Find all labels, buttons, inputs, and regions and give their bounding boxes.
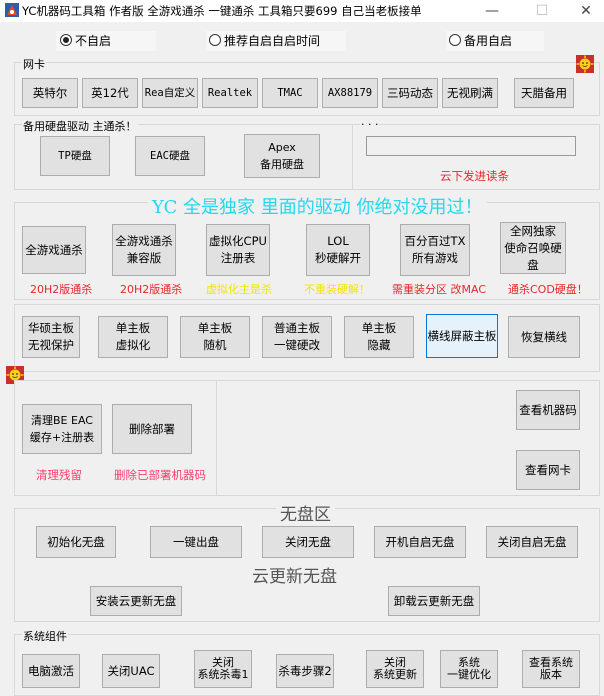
cloud-status-text: 云下发进读条 xyxy=(440,169,509,183)
nic-intel-button[interactable]: 英特尔 xyxy=(22,78,78,108)
nic-backup-button[interactable]: 天腊备用 xyxy=(514,78,574,108)
eac-disk-button[interactable]: EAC硬盘 xyxy=(135,136,205,176)
tx-bypass-button[interactable]: 百分百过TX 所有游戏 xyxy=(400,224,470,276)
cloud-group xyxy=(352,124,600,190)
system-optimize-button[interactable]: 系统 一键优化 xyxy=(440,650,498,688)
radio-empty-icon xyxy=(209,34,221,46)
cod-disk-button[interactable]: 全网独家 使命召唤硬盘 xyxy=(500,222,566,274)
init-diskless-button[interactable]: 初始化无盘 xyxy=(36,526,116,558)
clean-be-eac-button[interactable]: 清理BE EAC 缓存+注册表 xyxy=(22,404,102,454)
radio-empty-icon xyxy=(449,34,461,46)
disable-uac-button[interactable]: 关闭UAC xyxy=(102,654,160,688)
radio-label: 推荐自启自启时间 xyxy=(224,34,321,48)
diskless-title: 无盘区 xyxy=(276,500,335,525)
asus-board-button[interactable]: 华硕主板 无视保护 xyxy=(22,316,80,358)
title-bar: YC机器码工具箱 作者版 全游戏通杀 一键通杀 工具箱只要699 自己当老板接单… xyxy=(0,0,604,22)
cloud-group-dots: · · · xyxy=(360,118,380,131)
restore-line-button[interactable]: 恢复横线 xyxy=(508,316,580,358)
cloud-diskless-title: 云更新无盘 xyxy=(252,567,337,587)
radio-strip-3 xyxy=(446,31,544,51)
board-virtualize-button[interactable]: 单主板 虚拟化 xyxy=(98,316,168,358)
uninstall-cloud-diskless-button[interactable]: 卸载云更新无盘 xyxy=(388,586,480,616)
board-modify-button[interactable]: 普通主板 一键硬改 xyxy=(262,316,332,358)
view-system-version-button[interactable]: 查看系统 版本 xyxy=(522,650,580,688)
note-clean-residue: 清理残留 xyxy=(36,468,82,482)
note-20h2-1: 20H2版通杀 xyxy=(30,283,93,296)
radio-strip-2 xyxy=(206,31,346,51)
radio-strip-1 xyxy=(56,31,156,51)
nic-ignore-full-button[interactable]: 无视刷满 xyxy=(442,78,498,108)
close-autostart-diskless-button[interactable]: 关闭自启无盘 xyxy=(486,526,578,558)
note-reinstall-mac: 需重装分区 改MAC xyxy=(392,283,486,296)
antivirus-step-2-button[interactable]: 杀毒步骤2 xyxy=(276,654,334,688)
autostart-diskless-button[interactable]: 开机自启无盘 xyxy=(374,526,466,558)
note-virtual: 虚拟化主是杀 xyxy=(206,283,272,296)
radio-label: 不自启 xyxy=(75,34,112,48)
disable-updates-button[interactable]: 关闭 系统更新 xyxy=(366,650,424,688)
view-machine-code-button[interactable]: 查看机器码 xyxy=(516,390,580,430)
disk-group-label: 备用硬盘驱动 主通杀！ xyxy=(22,118,138,134)
nic-group-label: 网卡 xyxy=(22,56,46,72)
maximize-button[interactable]: ☐ xyxy=(535,3,549,19)
exclusive-banner: YC 全是独家 里面的驱动 你绝对没用过！ xyxy=(148,193,487,219)
nic-intel-12gen-button[interactable]: 英12代 xyxy=(82,78,138,108)
virtual-cpu-registry-button[interactable]: 虚拟化CPU 注册表 xyxy=(206,224,270,276)
note-cod: 通杀COD硬盘！ xyxy=(508,283,588,296)
one-click-disk-button[interactable]: 一键出盘 xyxy=(150,526,242,558)
nic-realtek-custom-button[interactable]: Rea自定义 xyxy=(142,78,198,108)
radio-recommended-autostart[interactable]: 推荐自启自启时间 xyxy=(209,31,320,51)
view-nic-button[interactable]: 查看网卡 xyxy=(516,450,580,490)
window-title: YC机器码工具箱 作者版 全游戏通杀 一键通杀 工具箱只要699 自己当老板接单 xyxy=(22,4,422,18)
sun-face-icon xyxy=(576,55,594,73)
radio-label: 备用自启 xyxy=(464,34,513,48)
cloud-progress-input[interactable] xyxy=(366,136,576,156)
all-games-button[interactable]: 全游戏通杀 xyxy=(22,226,86,274)
tp-disk-button[interactable]: TP硬盘 xyxy=(40,136,110,176)
close-diskless-button[interactable]: 关闭无盘 xyxy=(262,526,354,558)
minimize-button[interactable]: — xyxy=(485,3,499,19)
note-delete-code: 删除已部署机器码 xyxy=(114,468,206,482)
delete-deploy-button[interactable]: 删除部署 xyxy=(112,404,192,454)
note-no-reinstall: 不重装硬解！ xyxy=(304,283,370,296)
board-hide-button[interactable]: 单主板 隐藏 xyxy=(344,316,414,358)
radio-selected-icon xyxy=(60,34,72,46)
all-games-compat-button[interactable]: 全游戏通杀 兼容版 xyxy=(112,224,176,276)
install-cloud-diskless-button[interactable]: 安装云更新无盘 xyxy=(90,586,182,616)
apex-backup-disk-button[interactable]: Apex 备用硬盘 xyxy=(244,134,320,178)
app-icon xyxy=(5,3,19,17)
close-button[interactable]: ✕ xyxy=(580,3,592,19)
disable-antivirus-1-button[interactable]: 关闭 系统杀毒1 xyxy=(194,650,252,688)
nic-triple-dynamic-button[interactable]: 三码动态 xyxy=(382,78,438,108)
radio-no-autostart[interactable]: 不自启 xyxy=(60,31,111,51)
nic-tmac-button[interactable]: TMAC xyxy=(262,78,318,108)
lol-unlock-button[interactable]: LOL 秒硬解开 xyxy=(306,224,370,276)
shield-board-button[interactable]: 横线屏蔽主板 xyxy=(426,314,498,358)
system-group-label: 系统组件 xyxy=(22,628,68,644)
nic-ax88179-button[interactable]: AX88179 xyxy=(322,78,378,108)
board-random-button[interactable]: 单主板 随机 xyxy=(180,316,250,358)
nic-realtek-button[interactable]: Realtek xyxy=(202,78,258,108)
note-20h2-2: 20H2版通杀 xyxy=(120,283,183,296)
radio-backup-autostart[interactable]: 备用自启 xyxy=(449,31,512,51)
activate-pc-button[interactable]: 电脑激活 xyxy=(22,654,80,688)
